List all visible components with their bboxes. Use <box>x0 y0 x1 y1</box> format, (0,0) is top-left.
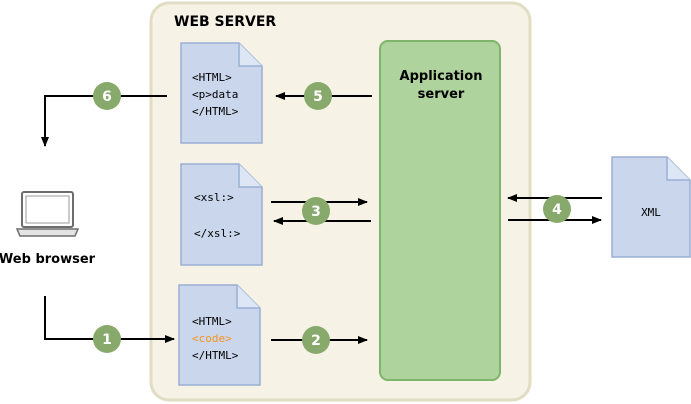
application-server-box <box>379 40 501 381</box>
step-badge-4: 4 <box>543 195 571 223</box>
svg-text:3: 3 <box>311 204 321 220</box>
output-html-line-1: <HTML> <box>192 71 232 84</box>
flow-arrow-1 <box>44 296 175 343</box>
output-html-line-2: <p>data <box>192 88 238 101</box>
step-badge-3: 3 <box>302 197 330 225</box>
application-server-label-line1: Application <box>400 69 483 84</box>
xsl-document: <xsl:> </xsl:> <box>180 163 263 266</box>
svg-text:6: 6 <box>102 89 112 105</box>
step-badge-6: 6 <box>93 82 121 110</box>
xsl-line-1: <xsl:> <box>194 191 234 204</box>
step-badge-5: 5 <box>304 82 332 110</box>
input-html-line-1: <HTML> <box>192 315 232 328</box>
output-html-document: <HTML> <p>data </HTML> <box>180 42 263 144</box>
xml-label: XML <box>641 206 661 219</box>
svg-text:4: 4 <box>552 202 562 218</box>
web-server-label: WEB SERVER <box>174 14 276 30</box>
input-html-code-line: <code> <box>192 332 232 345</box>
output-html-line-3: </HTML> <box>192 105 239 118</box>
input-html-line-3: </HTML> <box>192 349 239 362</box>
svg-text:5: 5 <box>313 89 323 105</box>
xsl-line-2: </xsl:> <box>194 227 241 240</box>
input-html-document: <HTML> <code> </HTML> <box>178 284 261 386</box>
laptop-icon <box>15 191 80 237</box>
step-badge-1: 1 <box>93 325 121 353</box>
flow-arrow-6 <box>41 95 167 147</box>
application-server-label-line2: server <box>418 87 465 102</box>
web-browser-label: Web browser <box>0 252 96 267</box>
svg-text:2: 2 <box>311 333 321 349</box>
step-badge-2: 2 <box>302 326 330 354</box>
svg-text:1: 1 <box>102 332 112 348</box>
xml-document: XML <box>611 156 691 258</box>
